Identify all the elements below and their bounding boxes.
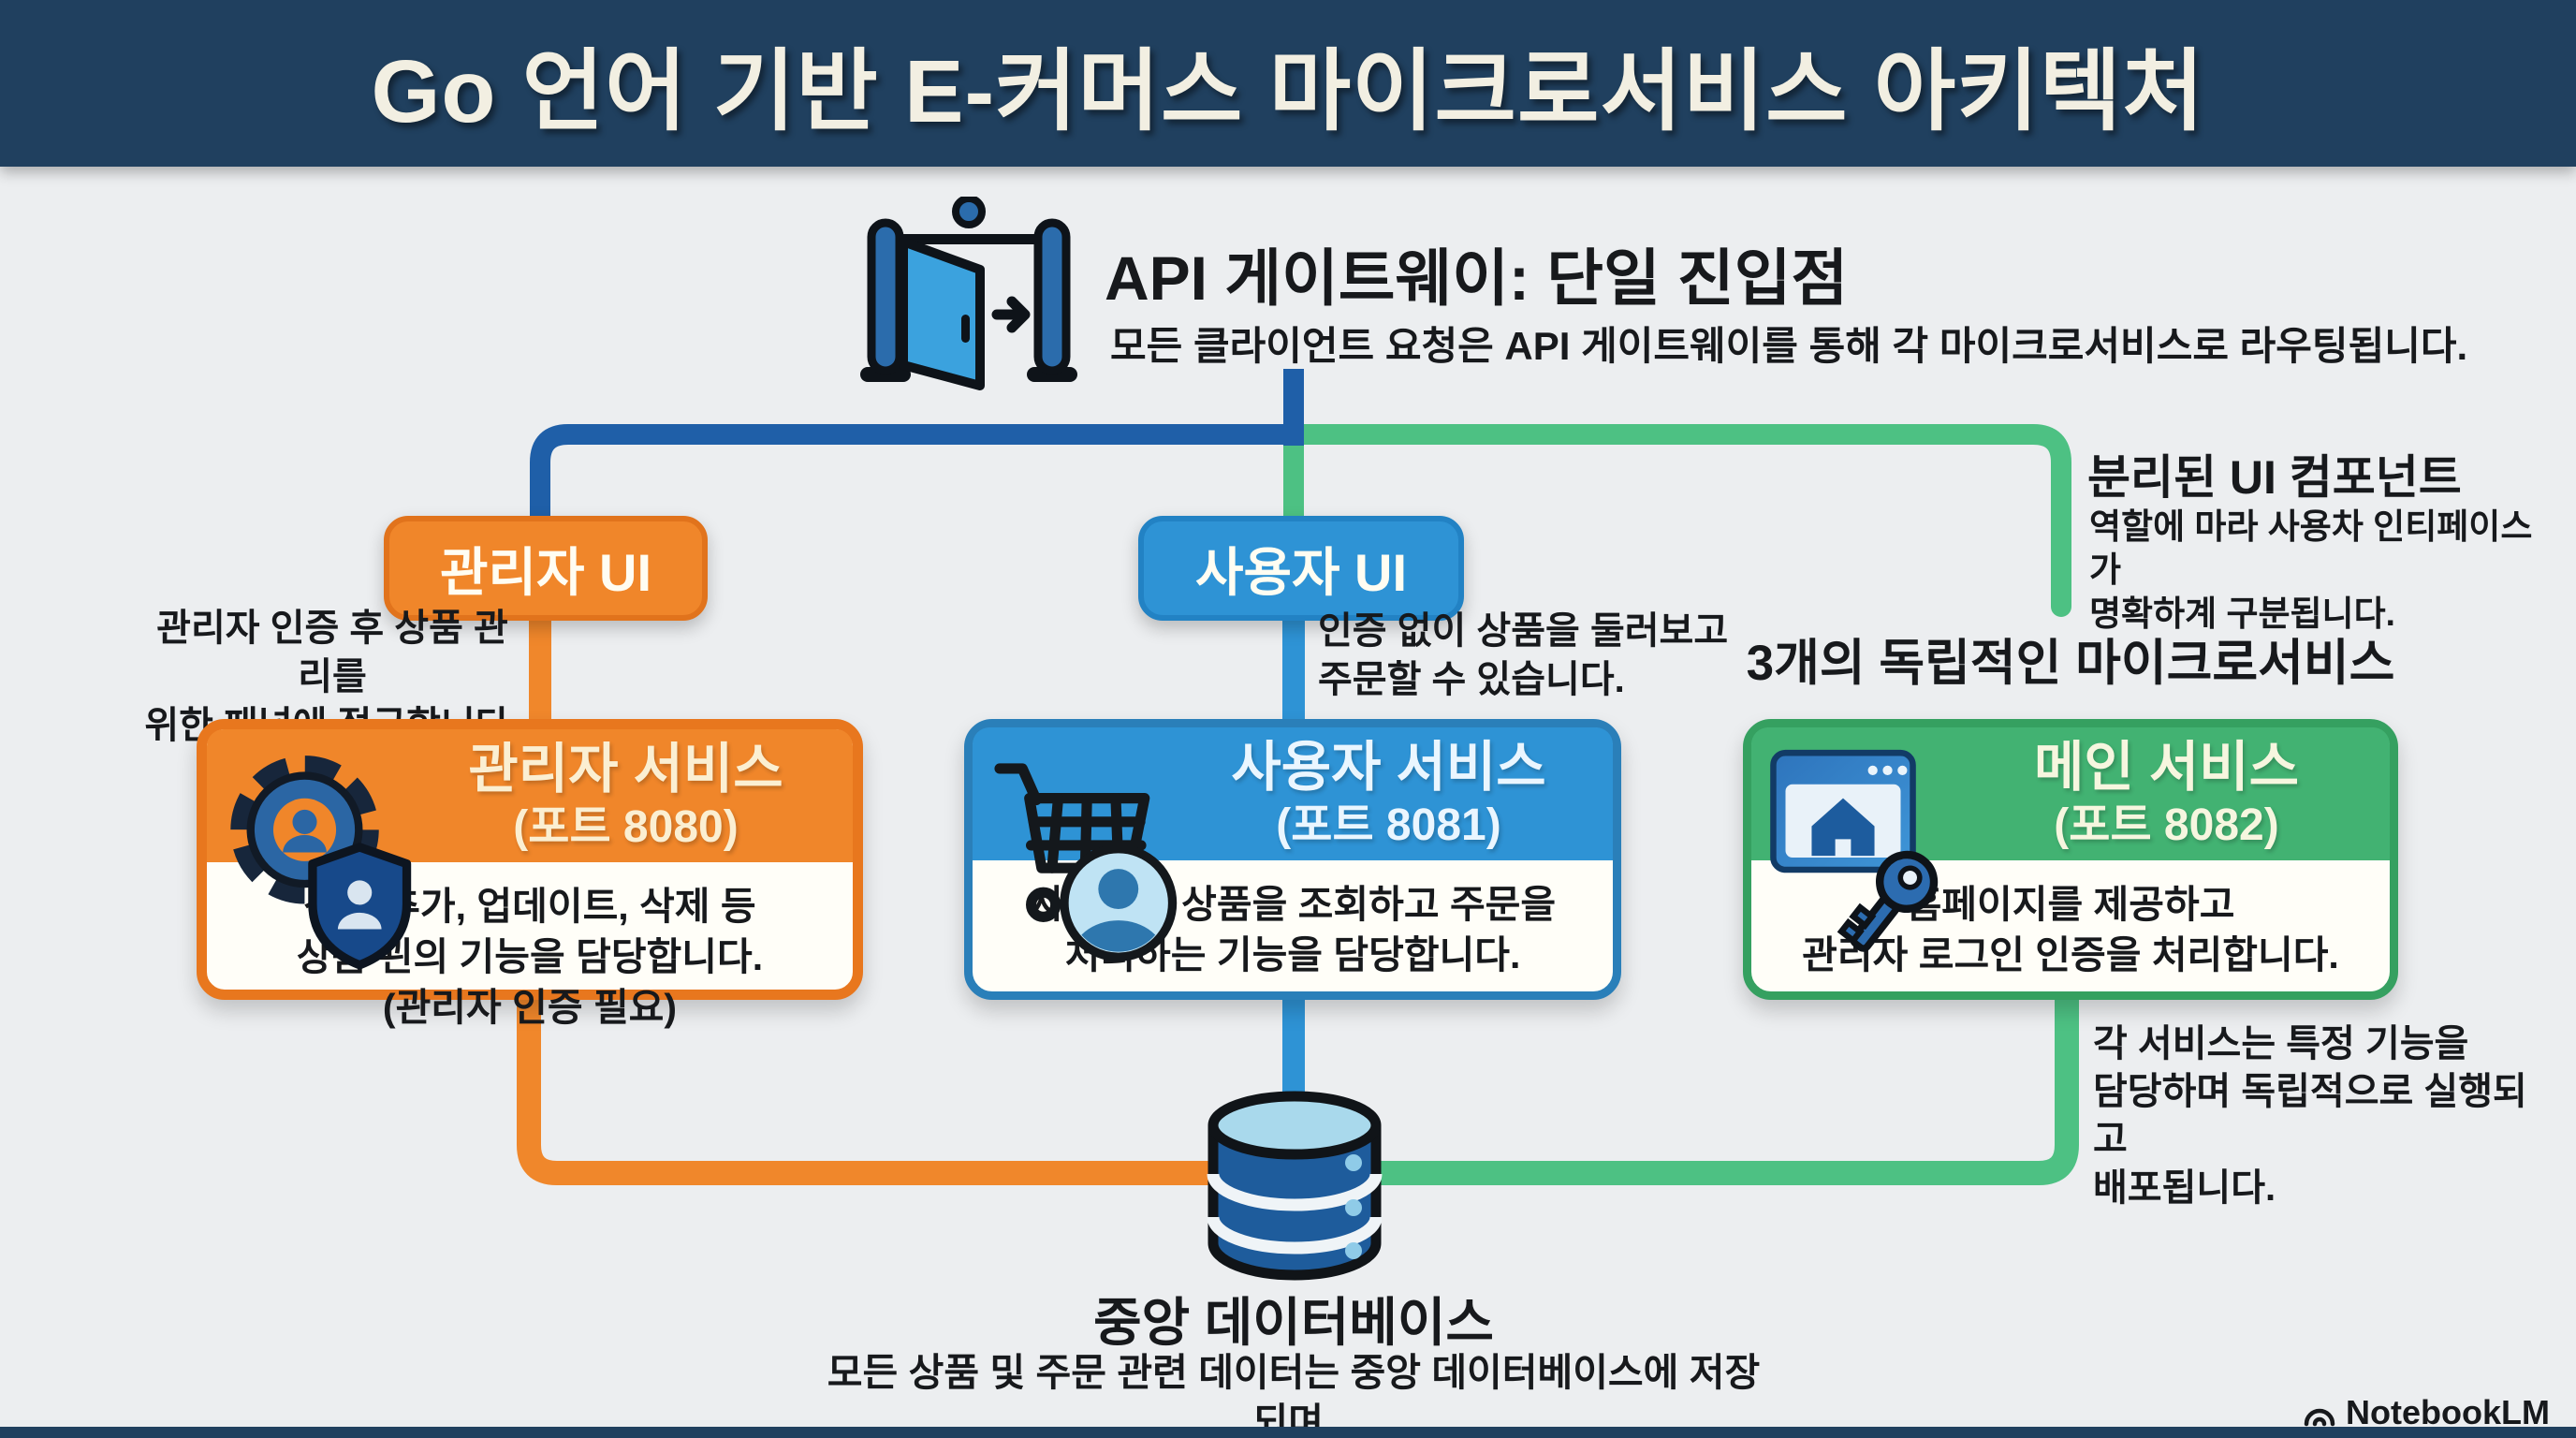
main-service-name: 메인 서비스 <box>2034 737 2299 799</box>
user-ui-label: 사용자 UI <box>1194 542 1408 602</box>
connector-gateway-admin-ui <box>530 424 1303 522</box>
open-door-gate-icon <box>860 197 1077 390</box>
separated-ui-description: 역할에 마라 사용차 인티페이스가 명확하계 구분됩니다. <box>2089 507 2533 633</box>
separated-ui-heading: 분리된 UI 컴포넌트 <box>2087 451 2462 504</box>
watermark: NotebookLM <box>2303 1393 2550 1432</box>
api-gateway-heading: API 게이트웨이: 단일 진입점 <box>1105 243 1849 313</box>
database-label: 중앙 데이터베이스 <box>1093 1293 1494 1352</box>
title-bar: Go 언어 기반 E-커머스 마이크로서비스 아키텍처 <box>0 0 2576 167</box>
gear-user-shield-icon <box>230 756 412 970</box>
user-service-name: 사용자 서비스 <box>1231 737 1546 799</box>
admin-ui-pill: 관리자 UI <box>384 516 708 621</box>
admin-service-port: (포트 8080) <box>513 801 739 852</box>
microservices-count-label: 3개의 독립적인 마이크로서비스 <box>1746 636 2395 691</box>
connector-main-card-db <box>1357 992 2079 1185</box>
admin-ui-label: 관리자 UI <box>439 542 652 602</box>
notebooklm-logo-icon <box>2304 1408 2335 1427</box>
admin-service-name: 관리자 서비스 <box>468 739 783 800</box>
browser-home-key-icon <box>1770 749 1939 952</box>
shopping-cart-user-icon <box>994 763 1178 961</box>
api-gateway-description: 모든 클라이언트 요청은 API 게이트웨이를 통해 각 마이크로서비스로 라우… <box>1110 324 2468 368</box>
services-note: 각 서비스는 특정 기능을 담당하며 독립적으로 실행되고 배포됩니다. <box>2093 1023 2527 1209</box>
user-ui-description: 인증 없이 상품을 둘러보고 주문할 수 있습니다. <box>1318 610 1729 700</box>
user-ui-pill: 사용자 UI <box>1138 516 1464 621</box>
database-cylinder-icon <box>1207 1091 1383 1281</box>
user-service-port: (포트 8081) <box>1276 800 1501 850</box>
admin-service-card: 관리자 서비스 (포트 8080) 상품 추가, 업데이트, 삭제 등 상품 괸… <box>197 719 863 1029</box>
watermark-label: NotebookLM <box>2346 1393 2550 1431</box>
main-service-port: (포트 8082) <box>2054 800 2279 850</box>
user-service-card: 사용자 서비스 (포트 8081) 사용자가 상품을 조회하고 주문을 처리하는… <box>964 719 1621 1000</box>
main-service-card: 메인 서비스 (포트 8082) 홈페이지를 제공하고 관리자 <box>1743 719 2398 1000</box>
connector-gateway-right <box>1289 424 2071 617</box>
bottom-bar <box>0 1427 2576 1438</box>
admin-service-description: 상품 추가, 업데이트, 삭제 등 상품 괸의 기능을 담당합니다. (관리자 … <box>296 885 764 1030</box>
database-description: 모든 상품 및 주문 관련 데이터는 중앙 데이터베이스에 저장되며, 각 백엔… <box>827 1351 1761 1438</box>
main-service-description: 홈페이지를 제공하고 관리자 로그인 인증을 처리합니다. <box>1802 883 2339 977</box>
page-title: Go 언어 기반 E-커머스 마이크로서비스 아키텍처 <box>371 41 2205 141</box>
connector-admin-card-db <box>517 992 1231 1185</box>
